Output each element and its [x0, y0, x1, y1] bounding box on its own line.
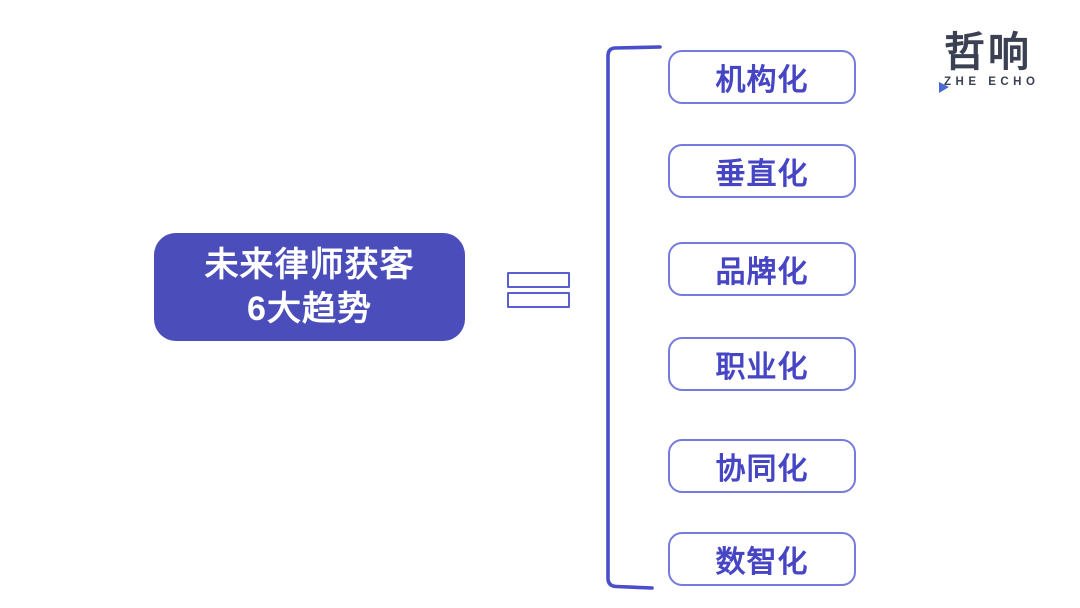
main-topic-line2: 6大趋势: [247, 290, 372, 328]
trend-item: 职业化: [668, 337, 856, 391]
trend-label: 品牌化: [715, 256, 809, 289]
main-topic-line1: 未来律师获客: [204, 246, 415, 284]
equals-bar-bottom: [507, 292, 570, 308]
bracket-icon: [606, 45, 662, 590]
trend-label: 数智化: [715, 546, 809, 579]
logo-wordmark: 哲响: [944, 29, 1032, 75]
trend-item: 机构化: [668, 50, 856, 104]
trend-label: 机构化: [715, 64, 809, 97]
equals-icon: [507, 272, 570, 308]
trend-item: 协同化: [668, 439, 856, 493]
trend-item: 数智化: [668, 532, 856, 586]
bracket-path: [606, 45, 662, 590]
trend-label: 协同化: [715, 453, 809, 486]
trend-label: 职业化: [715, 351, 809, 384]
logo: 哲响 ZHE ECHO: [939, 29, 1040, 93]
trend-item: 垂直化: [668, 144, 856, 198]
trend-item: 品牌化: [668, 242, 856, 296]
trend-label: 垂直化: [715, 158, 809, 191]
equals-bar-top: [507, 272, 570, 288]
logo-subtitle: ZHE ECHO: [944, 76, 1040, 88]
logo-triangle-icon: [939, 82, 949, 93]
main-topic-box: 未来律师获客 6大趋势: [154, 233, 465, 341]
